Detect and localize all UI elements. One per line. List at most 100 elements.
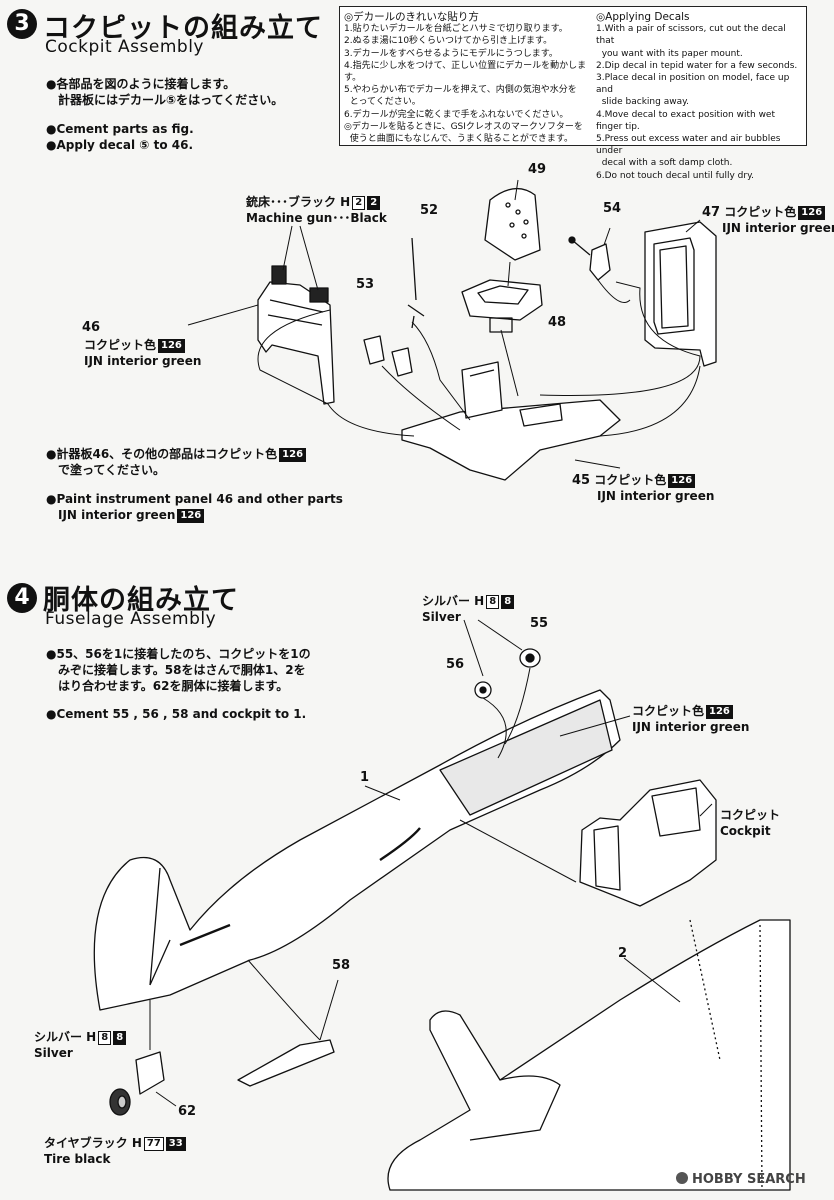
decal-en-line: decal with a soft damp cloth. bbox=[596, 158, 733, 169]
part-number-45: 45 bbox=[572, 473, 591, 488]
step-3-title-jp: コクピットの組み立て bbox=[43, 13, 323, 44]
step-3-title-en: Cockpit Assembly bbox=[45, 37, 204, 57]
decal-instructions-en: ◎Applying Decals 1.With a pair of scisso… bbox=[596, 11, 802, 182]
watermark-text: HOBBY SEARCH bbox=[692, 1172, 806, 1187]
part-number-2: 2 bbox=[618, 946, 628, 961]
paint-code-chip: 126 bbox=[706, 705, 733, 719]
cockpit-label-jp: コクピット bbox=[720, 808, 781, 822]
paint-code-chip: 126 bbox=[158, 339, 185, 353]
step-3-paint-jp-2: で塗ってください。 bbox=[58, 463, 166, 477]
silver-paint-jp: シルバー H bbox=[422, 594, 485, 608]
part-45-drawing bbox=[401, 361, 621, 481]
part-45-paint-en: IJN interior green bbox=[597, 489, 715, 503]
step-3-instruction-jp-2: 計器板にはデカール⑤をはってください。 bbox=[58, 93, 284, 107]
decal-en-line: 3.Place decal in position on model, face… bbox=[596, 73, 790, 96]
decal-instructions-box: ◎デカールのきれいな貼り方 1.貼りたいデカールを台紙ごとハサミで切り取ります。… bbox=[339, 6, 807, 181]
paint-code-chip: 126 bbox=[279, 448, 307, 462]
decal-en-line: 4.Move decal to exact position with wet … bbox=[596, 109, 776, 132]
decal-en-line: 1.With a pair of scissors, cut out the d… bbox=[596, 24, 786, 47]
part-number-58: 58 bbox=[332, 958, 351, 973]
paint-code-chip: 126 bbox=[177, 509, 205, 523]
watermark-logo-icon bbox=[676, 1172, 688, 1184]
decal-jp-line: 2.ぬるま湯に10秒くらいつけてから引き上げます。 bbox=[344, 36, 553, 47]
paint-code-chip: 33 bbox=[165, 1137, 186, 1151]
paint-code-chip: 8 bbox=[98, 1031, 112, 1045]
paint-code-chip: 126 bbox=[798, 206, 826, 220]
watermark: HOBBY SEARCH bbox=[676, 1172, 806, 1187]
part-number-53: 53 bbox=[356, 277, 375, 292]
part-number-48: 48 bbox=[548, 315, 567, 330]
part-number-49: 49 bbox=[528, 162, 547, 177]
part-47-drawing bbox=[644, 221, 717, 367]
part-number-56: 56 bbox=[446, 657, 465, 672]
step-3-instruction-en-2: ●Apply decal ⑤ to 46. bbox=[46, 138, 194, 152]
part-56-drawing bbox=[474, 681, 492, 699]
paint-code-chip: 8 bbox=[113, 1031, 127, 1045]
cockpit-assembly-drawing bbox=[579, 779, 717, 907]
step-3-leader-lines bbox=[187, 179, 701, 469]
decal-jp-line: 1.貼りたいデカールを台紙ごとハサミで切り取ります。 bbox=[344, 24, 568, 35]
part-number-62: 62 bbox=[178, 1104, 197, 1119]
part-49-drawing bbox=[484, 188, 541, 261]
part-58-drawing bbox=[237, 1039, 335, 1087]
cockpit-color-jp: コクピット色 bbox=[632, 704, 705, 718]
step-4-badge: 4 bbox=[7, 583, 37, 613]
silver-paint-en: Silver bbox=[422, 610, 461, 624]
paint-code-chip: 8 bbox=[501, 595, 515, 609]
part-46-paint-en: IJN interior green bbox=[84, 354, 202, 368]
part-number-55: 55 bbox=[530, 616, 549, 631]
step-3-instruction-en-1: ●Cement parts as fig. bbox=[46, 122, 194, 136]
paint-code-chip: 2 bbox=[367, 196, 381, 210]
paint-code-chip: 77 bbox=[143, 1137, 164, 1151]
cockpit-label-en: Cockpit bbox=[720, 824, 771, 838]
part-number-1: 1 bbox=[360, 770, 370, 785]
machine-gun-paint-jp: 銃床･･･ブラック H bbox=[246, 195, 351, 209]
decal-instructions-jp: ◎デカールのきれいな貼り方 1.貼りたいデカールを台紙ごとハサミで切り取ります。… bbox=[344, 11, 594, 145]
paint-code-chip: 8 bbox=[486, 595, 500, 609]
machine-gun-paint-en: Machine gun･･･Black bbox=[246, 211, 387, 225]
cockpit-color-en: IJN interior green bbox=[632, 720, 750, 734]
tire-paint-en: Tire black bbox=[44, 1152, 111, 1166]
decal-jp-line: 使うと曲面にもなじんで、うまく貼ることができます。 bbox=[344, 134, 574, 145]
step-4-leader-lines bbox=[149, 619, 713, 1107]
decal-jp-line: 5.やわらかい布でデカールを押えて、内側の気泡や水分を bbox=[344, 85, 577, 96]
part-number-54: 54 bbox=[603, 201, 622, 216]
decal-en-line: 5.Press out excess water and air bubbles… bbox=[596, 134, 781, 157]
part-52-drawing bbox=[407, 237, 425, 329]
decal-en-title: ◎Applying Decals bbox=[596, 11, 690, 23]
decal-jp-line: とってください。 bbox=[344, 97, 421, 108]
decal-jp-title: ◎デカールのきれいな貼り方 bbox=[344, 11, 479, 23]
step-4-title-en: Fuselage Assembly bbox=[45, 609, 217, 629]
step-4-instruction-jp-1: ●55、56を1に接着したのち、コクピットを1の bbox=[46, 647, 311, 661]
step-4-title-jp: 胴体の組み立て bbox=[43, 585, 239, 616]
part-62-drawing bbox=[109, 1051, 165, 1116]
step-4-instruction-en: ●Cement 55 , 56 , 58 and cockpit to 1. bbox=[46, 707, 307, 721]
part-45-paint-jp: コクピット色 bbox=[594, 473, 667, 487]
part-47-paint-en: IJN interior green bbox=[722, 221, 834, 235]
paint-code-chip: 126 bbox=[668, 474, 696, 488]
step-4-instruction-jp-2: みぞに接着します。58をはさんで胴体1、2を bbox=[58, 663, 306, 677]
paint-code-chip: 2 bbox=[352, 196, 366, 210]
step-3-paint-en-text: IJN interior green bbox=[58, 508, 176, 522]
silver-paint-jp-2: シルバー H bbox=[34, 1030, 97, 1044]
part-53-drawing bbox=[363, 335, 413, 377]
decal-jp-line: 3.デカールをすべらせるようにモデルにうつします。 bbox=[344, 48, 558, 59]
decal-en-line: you want with its paper mount. bbox=[596, 48, 743, 59]
part-46-drawing bbox=[257, 265, 335, 405]
part-1-fuselage-drawing bbox=[93, 689, 621, 1011]
step-3-paint-jp-text: ●計器板46、その他の部品はコクピット色 bbox=[46, 447, 278, 461]
decal-jp-line: 4.指先に少し水をつけて、正しい位置にデカールを動かします。 bbox=[344, 60, 587, 84]
part-number-46: 46 bbox=[82, 320, 101, 335]
part-54-drawing bbox=[568, 236, 611, 281]
step-3-instruction-jp-1: ●各部品を図のように接着します。 bbox=[46, 77, 236, 91]
